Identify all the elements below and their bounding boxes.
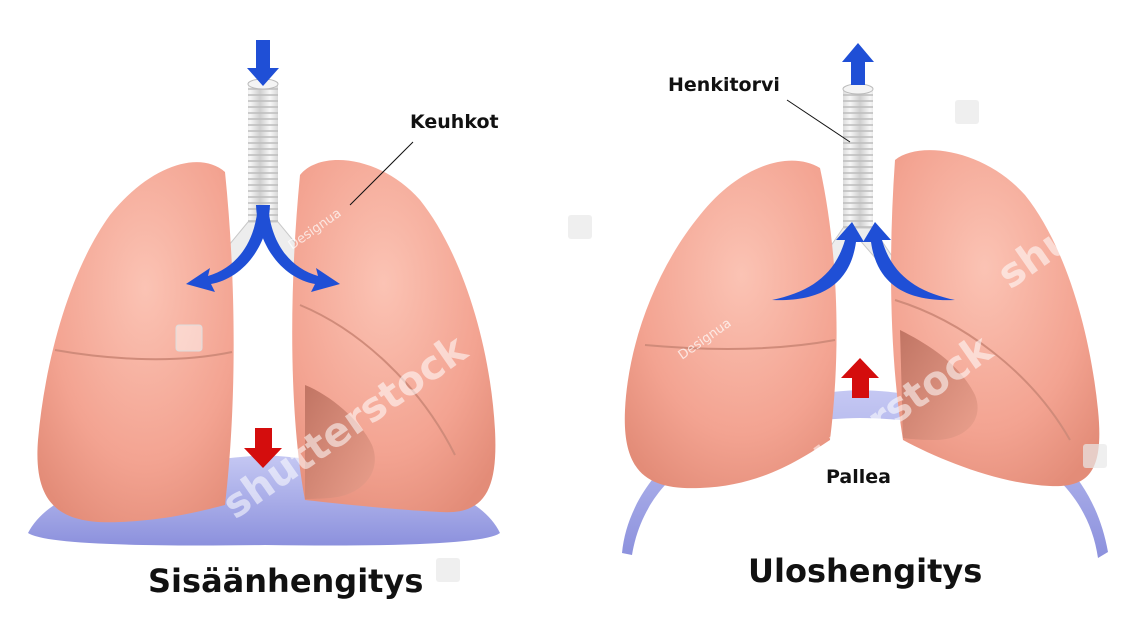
inhale-air-arrow-down [247,40,279,86]
trachea-opening-exhale [843,84,873,94]
watermark-logo-square [1083,444,1107,468]
watermark-logo-square [955,100,979,124]
inhale-caption: Sisäänhengitys [148,562,423,600]
lungs-label: Keuhkot [410,111,499,133]
exhale-air-arrow-up [842,43,874,85]
exhale-caption: Uloshengitys [748,552,982,590]
watermark-logo-square [568,215,592,239]
trachea-tube-exhale [843,87,873,232]
trachea-leader-line [787,100,850,142]
watermark-logo-square [436,558,460,582]
exhale-panel: Henkitorvi Pallea Uloshengitys [622,43,1108,590]
watermark-logo-square [176,325,202,351]
inhale-panel: Keuhkot Sisäänhengitys [28,40,500,600]
trachea-label: Henkitorvi [668,74,780,96]
